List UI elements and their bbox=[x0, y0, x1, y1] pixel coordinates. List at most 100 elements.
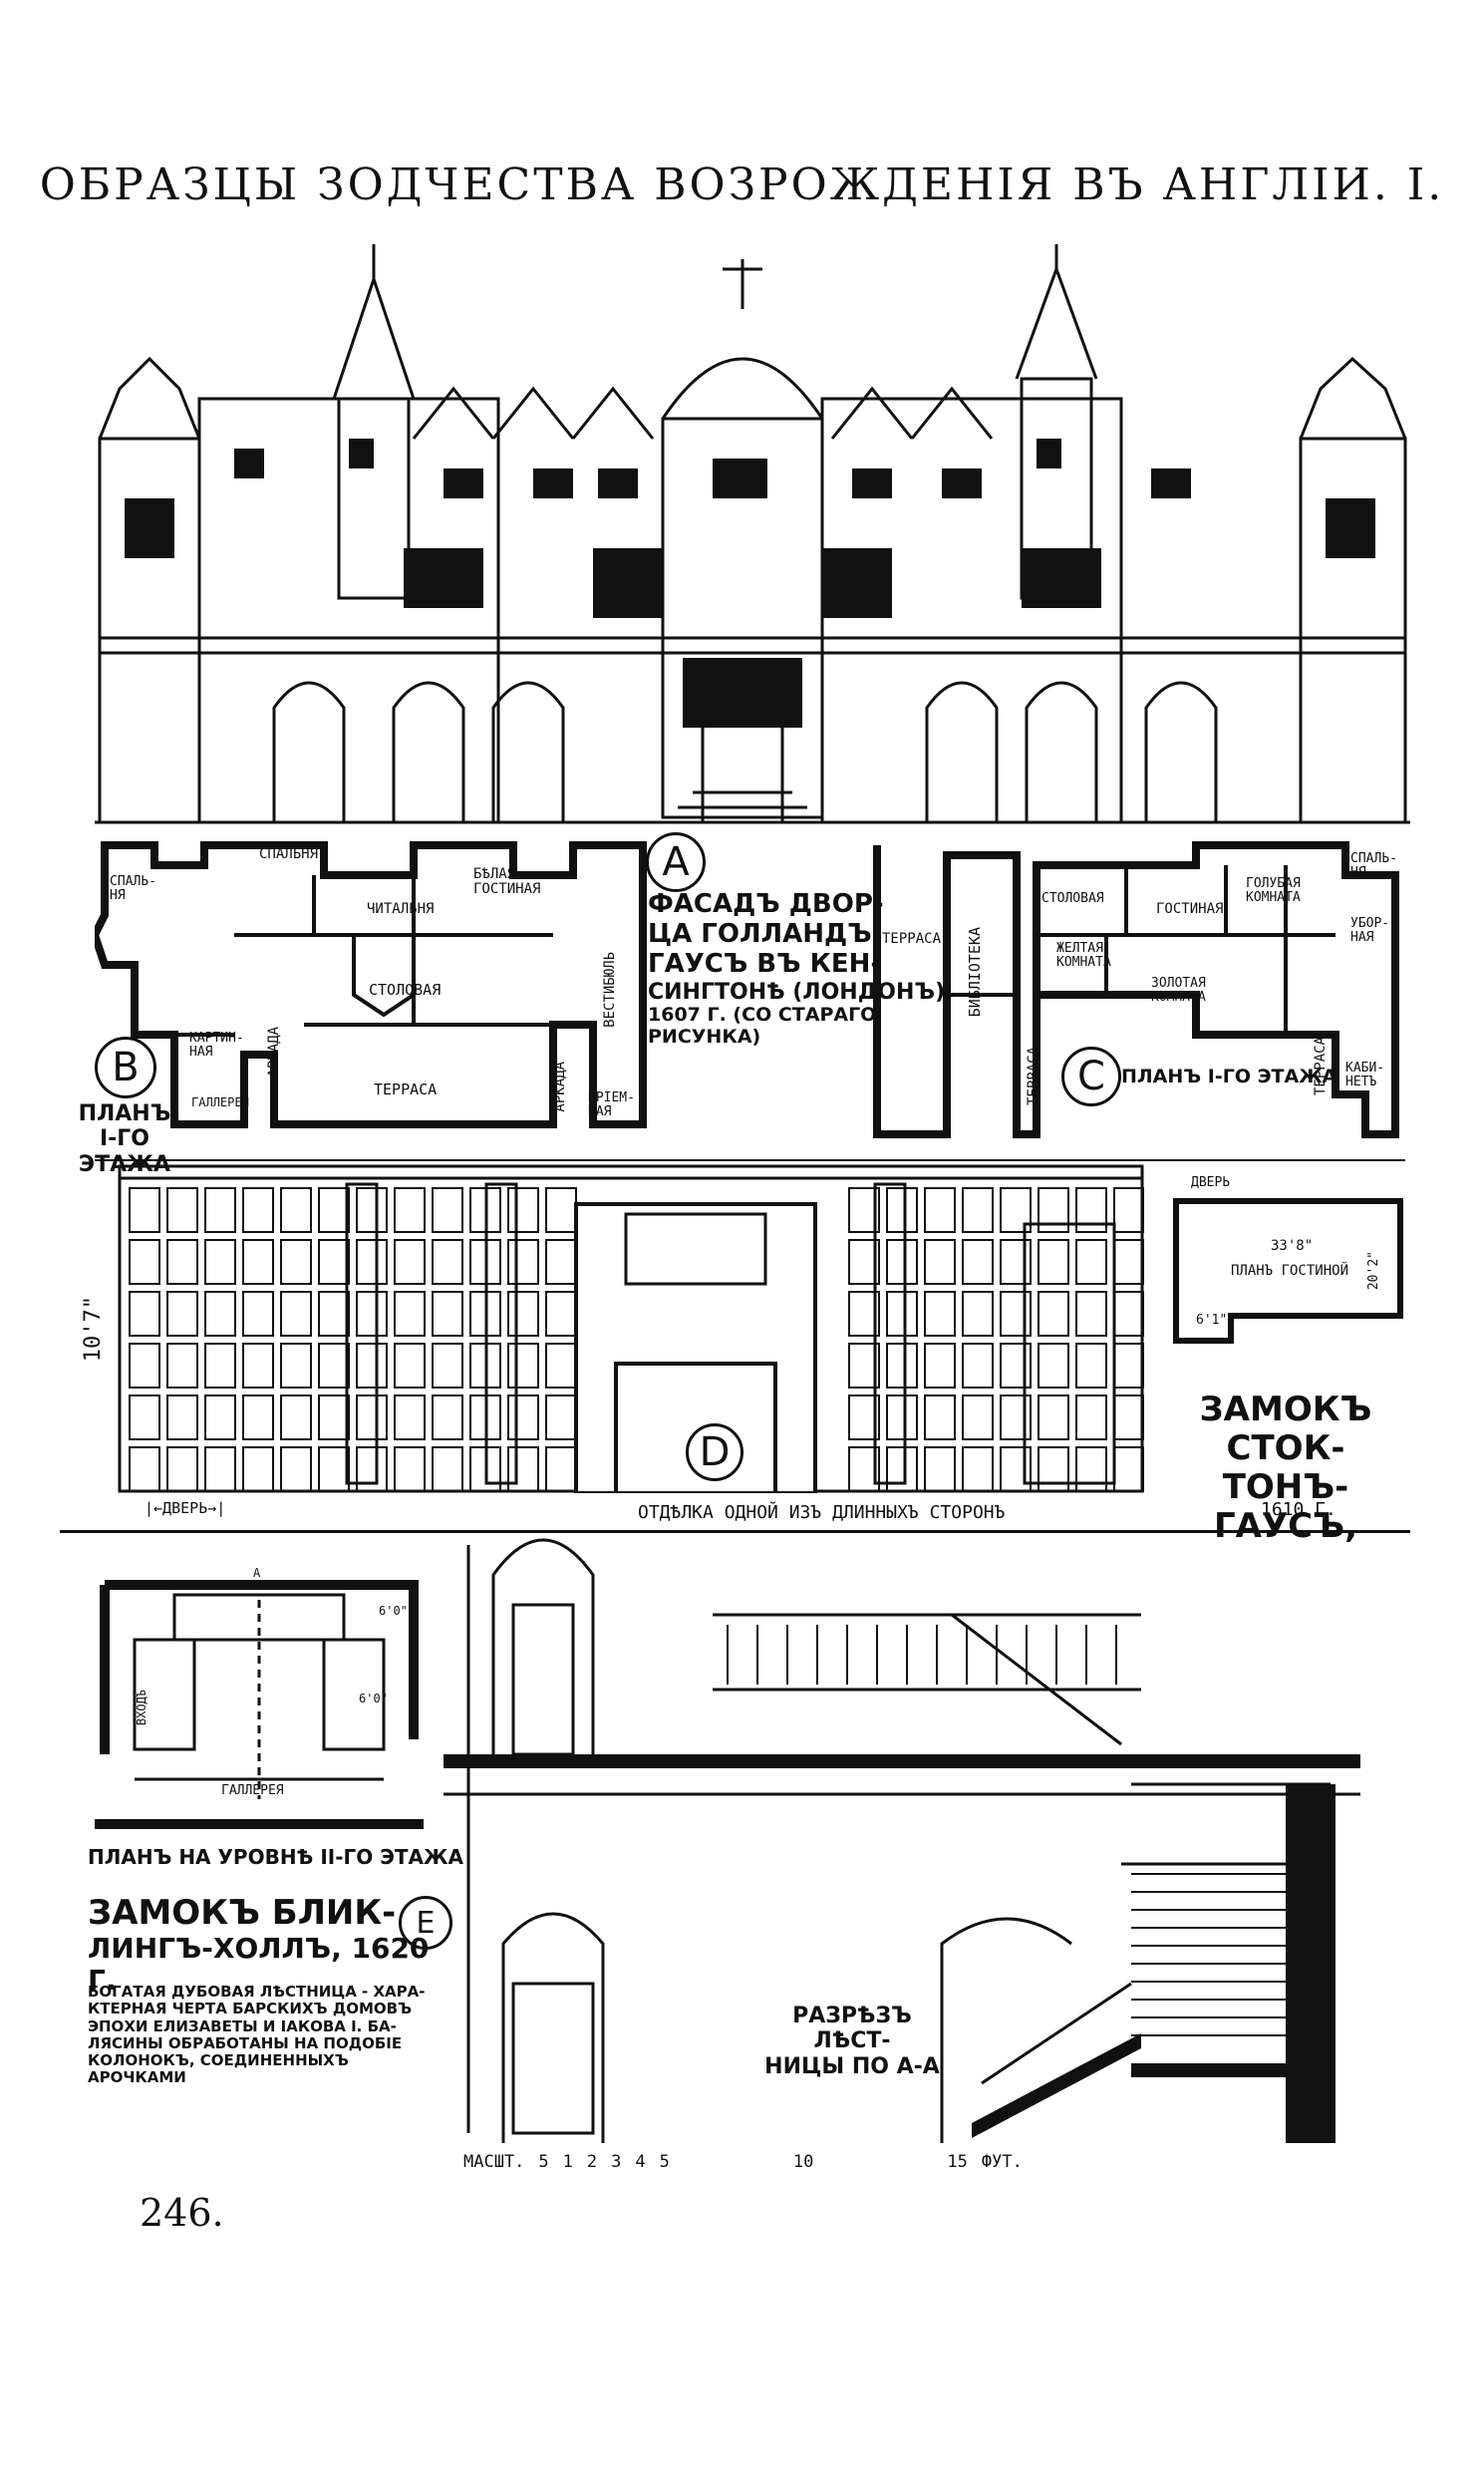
panel bbox=[204, 1187, 236, 1233]
panel bbox=[204, 1394, 236, 1440]
divider-line bbox=[60, 1530, 1410, 1533]
panel bbox=[1075, 1446, 1107, 1492]
panel bbox=[432, 1343, 463, 1389]
panel bbox=[280, 1343, 312, 1389]
panel bbox=[848, 1291, 880, 1337]
paneling-drawing bbox=[118, 1164, 1144, 1493]
room-label: ЗОЛОТАЯ КОМНАТА bbox=[1151, 976, 1206, 1006]
panel bbox=[545, 1446, 577, 1492]
caption-line: 1607 Г. (СО СТАРАГО РИСУНКА) bbox=[648, 1003, 877, 1048]
drawing-room-plan bbox=[1173, 1198, 1403, 1344]
plan-small-dim: 6'1" bbox=[1196, 1313, 1228, 1328]
description-line: КОЛОНОКЪ, СОЕДИНЕННЫХЪ АРОЧКАМИ bbox=[88, 2051, 349, 2087]
panel bbox=[129, 1187, 160, 1233]
plate-a-letter: A bbox=[646, 832, 706, 892]
stair-dim: 6'0" bbox=[379, 1604, 408, 1618]
panel bbox=[1038, 1343, 1069, 1389]
panel bbox=[356, 1187, 388, 1233]
description-line: ЛЯСИНЫ ОБРАБОТАНЫ НА ПОДОБIЕ bbox=[88, 2033, 403, 2052]
plan-door-label: ДВЕРЬ bbox=[1191, 1175, 1231, 1190]
panel bbox=[394, 1394, 426, 1440]
panel bbox=[507, 1187, 539, 1233]
panel bbox=[129, 1394, 160, 1440]
caption-line: СИНГТОНѢ (ЛОНДОНЪ) bbox=[648, 979, 946, 1005]
panel bbox=[924, 1239, 956, 1285]
room-label: СПАЛЬ-НЯ bbox=[110, 874, 156, 904]
panel bbox=[204, 1446, 236, 1492]
panel bbox=[545, 1394, 577, 1440]
stair-dim: 6'0" bbox=[359, 1692, 388, 1705]
panel bbox=[1000, 1291, 1032, 1337]
gallery-label: ГАЛЛЕРЕЯ bbox=[221, 1783, 284, 1798]
panel bbox=[129, 1446, 160, 1492]
room-label: БИБЛIОТЕКА bbox=[966, 927, 984, 1018]
blickling-line: ЗАМОКЪ БЛИК- bbox=[88, 1893, 397, 1933]
panel bbox=[242, 1187, 274, 1233]
caption-line: ЦА ГОЛЛАНДЪ- bbox=[648, 918, 883, 949]
panel bbox=[962, 1394, 994, 1440]
panel bbox=[394, 1446, 426, 1492]
panel bbox=[545, 1291, 577, 1337]
panel bbox=[166, 1394, 198, 1440]
panel bbox=[545, 1187, 577, 1233]
panel bbox=[1038, 1187, 1069, 1233]
plate-e-letter: E bbox=[399, 1896, 452, 1950]
panel bbox=[1075, 1187, 1107, 1233]
stair-plan-label: ПЛАНЪ НА УРОВНѢ II-ГО ЭТАЖА bbox=[88, 1845, 463, 1869]
room-label: ГОЛУБАЯ КОМНАТА bbox=[1246, 876, 1301, 906]
panel bbox=[1113, 1239, 1144, 1285]
room-label: ПРIЕМ-НАЯ bbox=[588, 1090, 635, 1120]
page-title: ОБРАЗЦЫ ЗОДЧЕСТВА ВОЗРОЖДЕНIЯ ВЪ АНГЛIИ.… bbox=[39, 159, 1445, 210]
scale-tick: 1 bbox=[562, 2152, 573, 2172]
scale-unit: ФУТ. bbox=[981, 2152, 1023, 2172]
panel bbox=[432, 1446, 463, 1492]
panel bbox=[848, 1343, 880, 1389]
plan-c-drawing bbox=[873, 841, 1399, 1138]
panel bbox=[886, 1394, 918, 1440]
room-label: КАБИ-НЕТЪ bbox=[1345, 1061, 1385, 1090]
panel bbox=[318, 1187, 350, 1233]
plan-label: ПЛАНЪ ГОСТИНОЙ bbox=[1231, 1263, 1349, 1279]
panel bbox=[962, 1291, 994, 1337]
panel bbox=[356, 1291, 388, 1337]
description-line: КТЕРНАЯ ЧЕРТА БАРСКИХЪ ДОМОВЪ bbox=[88, 2000, 413, 2018]
panel bbox=[394, 1343, 426, 1389]
section-line: РАЗРѢЗЪ ЛѢСТ- bbox=[792, 2004, 912, 2054]
panel bbox=[1038, 1239, 1069, 1285]
panel bbox=[1000, 1343, 1032, 1389]
panel bbox=[1075, 1239, 1107, 1285]
panel bbox=[848, 1394, 880, 1440]
panel bbox=[924, 1446, 956, 1492]
section-line: НИЦЫ ПО А-А bbox=[764, 2053, 940, 2079]
panel bbox=[924, 1187, 956, 1233]
panel bbox=[507, 1343, 539, 1389]
panel bbox=[280, 1187, 312, 1233]
panel bbox=[545, 1343, 577, 1389]
panel bbox=[242, 1446, 274, 1492]
stockton-year: 1610 Г. bbox=[1261, 1499, 1336, 1520]
panel bbox=[1000, 1187, 1032, 1233]
stockton-line: ЗАМОКЪ СТОК- bbox=[1199, 1390, 1372, 1469]
plan-b-label-line: ПЛАНЪ bbox=[78, 1101, 171, 1126]
height-mark: 10'7" bbox=[81, 1296, 106, 1363]
room-label: БѢЛАЯ ГОСТИНАЯ bbox=[473, 866, 541, 898]
scale-tick: 3 bbox=[611, 2152, 622, 2172]
room-label: СПАЛЬ-НЯ bbox=[1350, 851, 1397, 881]
panel bbox=[1000, 1446, 1032, 1492]
panel bbox=[129, 1343, 160, 1389]
panel bbox=[280, 1394, 312, 1440]
room-label: ЧИТАЛЬНЯ bbox=[367, 901, 435, 917]
panel bbox=[166, 1446, 198, 1492]
panel bbox=[318, 1291, 350, 1337]
panel bbox=[962, 1239, 994, 1285]
section-arrow: A bbox=[253, 1566, 261, 1580]
panel bbox=[166, 1291, 198, 1337]
panel bbox=[1113, 1446, 1144, 1492]
scale-tick: 5 bbox=[538, 2152, 549, 2172]
stair-section bbox=[444, 1538, 1360, 2143]
plan-b-drawing bbox=[95, 841, 647, 1128]
panel bbox=[507, 1239, 539, 1285]
panel bbox=[318, 1394, 350, 1440]
panel bbox=[886, 1446, 918, 1492]
panel bbox=[1113, 1343, 1144, 1389]
